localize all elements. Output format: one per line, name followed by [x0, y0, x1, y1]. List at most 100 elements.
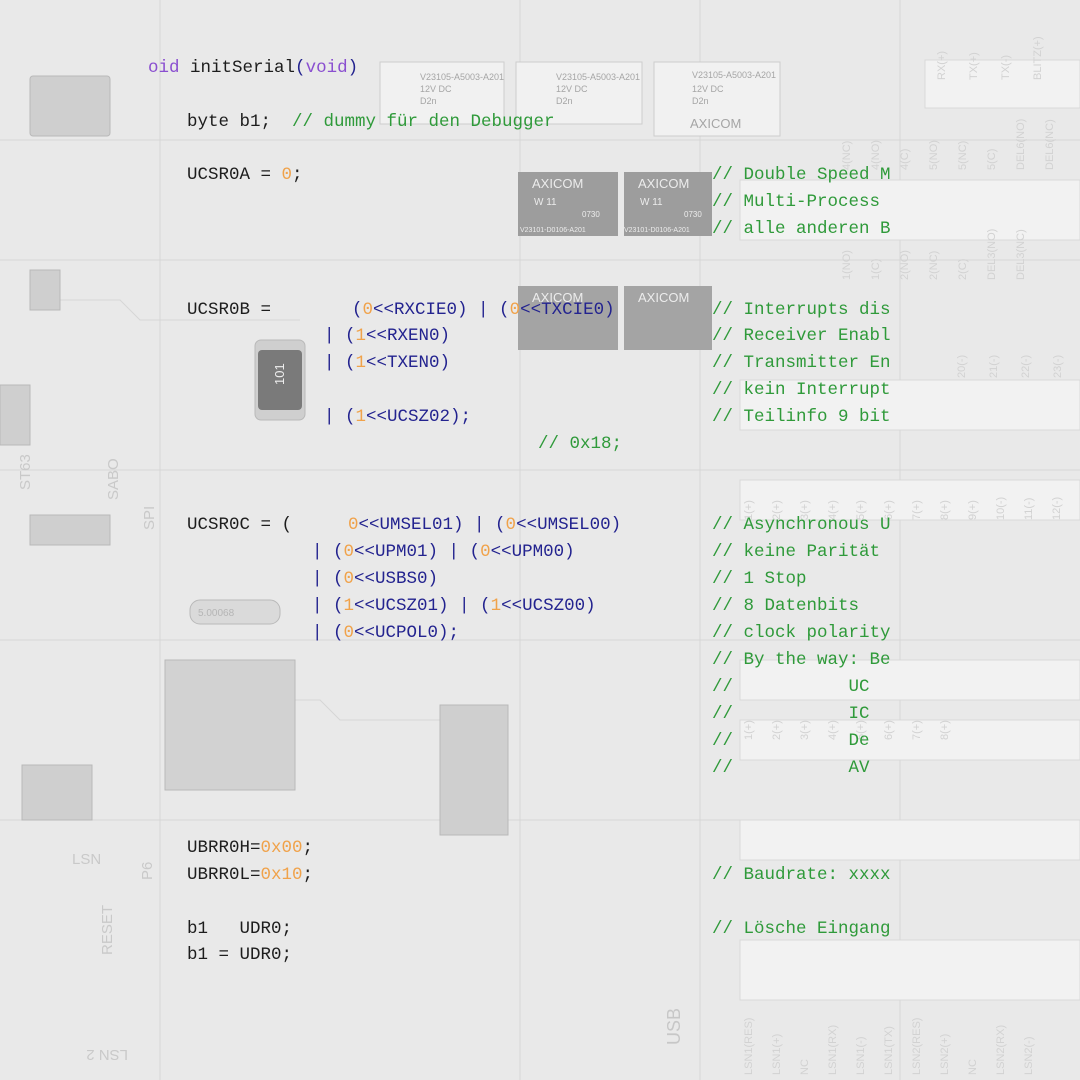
code-token-plain: byte b1; [187, 112, 272, 132]
connector-pin-label: 1(+) [743, 720, 755, 740]
code-token-variable: ( [295, 58, 306, 78]
code-line: // By the way: Be [712, 650, 891, 670]
code-line: // 0x18; [538, 434, 622, 454]
connector-pin-label: 4(NC) [841, 141, 853, 170]
code-token-comment: // IC [712, 704, 870, 724]
connector-pin-label: RX(+) [936, 51, 948, 80]
code-token-plain: ; [302, 865, 314, 885]
code-token-number: 0 [343, 623, 355, 643]
silk-label-lsn2: LSN 2 [86, 1046, 128, 1063]
crystal-label: 5.00068 [198, 608, 235, 619]
connector-pin-label: 12(-) [1051, 497, 1063, 520]
code-token-comment: // keine Parität [712, 542, 881, 562]
connector-pin-label: 4(C) [899, 149, 911, 170]
silk-label-sabo: SABO [105, 458, 122, 500]
code-token-variable: <<UCSZ02); [366, 407, 472, 427]
silk-label-spi: SPI [141, 506, 158, 530]
code-token-variable: <<UMSEL01) | ( [358, 515, 506, 535]
relay-top-code: D2n [420, 96, 437, 106]
code-token-plain: initSerial [179, 58, 296, 78]
code-token-variable: | ( [324, 326, 356, 346]
connector-pin-label: 3(+) [799, 500, 811, 520]
code-token-number: 0 [509, 300, 521, 320]
code-token-variable: | ( [312, 596, 344, 616]
relay-brand: AXICOM [532, 290, 583, 305]
code-token-variable: | ( [324, 407, 356, 427]
code-token-comment: // AV [712, 758, 870, 778]
code-line: // De [712, 731, 870, 751]
connector-pin-label: NC [799, 1059, 811, 1075]
relay-date: 0730 [582, 210, 600, 219]
code-token-number: 1 [355, 353, 367, 373]
code-line: | (1<<RXEN0) [324, 326, 450, 346]
code-token-comment: // By the way: Be [712, 650, 891, 670]
connector-pin-label: BLITZ(+) [1032, 36, 1044, 80]
code-line: // keine Parität [712, 542, 880, 562]
relay-part-number: V23101-D0106-A201 [520, 227, 586, 234]
code-token-variable: <<UPM00) [490, 542, 575, 562]
connector-pin-label: 6(+) [883, 500, 895, 520]
code-token-comment: // clock polarity [712, 623, 891, 643]
connector-pin-label: NC [967, 1059, 979, 1075]
code-token-variable: <<RXEN0) [366, 326, 451, 346]
code-line: // UC [712, 677, 870, 697]
connector-pin-label: 23(-) [1052, 355, 1064, 378]
code-token-plain: UBRR0L= [187, 865, 261, 885]
code-line: // Interrupts dis [712, 300, 891, 320]
connector-pin-label: 8(+) [939, 500, 951, 520]
code-token-variable: | ( [312, 569, 344, 589]
code-token-number: 1 [355, 326, 367, 346]
connector-pin-label: TX(+) [968, 52, 980, 80]
connector-pin-label: LSN1(+) [771, 1034, 783, 1075]
code-token-comment: // Lösche Eingang [712, 919, 891, 939]
code-line: b1 = UDR0; [187, 945, 292, 965]
silk-label-p6: P6 [139, 862, 156, 880]
relay-date: 0730 [684, 210, 702, 219]
code-line: // Multi-Process [712, 192, 880, 212]
code-token-number: 0 [343, 569, 355, 589]
code-token-number: 0 [505, 515, 517, 535]
relay-brand: AXICOM [638, 176, 689, 191]
code-token-variable: | ( [324, 353, 356, 373]
connector-pin-label: LSN1(RES) [743, 1018, 755, 1075]
code-line: byte b1; // dummy für den Debugger [187, 112, 555, 132]
connector-pin-label: LSN2(+) [939, 1034, 951, 1075]
code-token-variable: <<USBS0) [354, 569, 439, 589]
code-token-keyword: oid [148, 58, 180, 78]
relay-part-number: V23101-D0106-A201 [624, 227, 690, 234]
connector-pin-label: 5(C) [986, 149, 998, 170]
code-token-number: 0 [348, 515, 359, 535]
code-token-number: 0 [362, 300, 374, 320]
connector-pin-label: 8(+) [939, 720, 951, 740]
connector-pin-label: LSN2(RX) [995, 1025, 1007, 1075]
connector-pin-label: DEL6(NC) [1044, 119, 1056, 170]
code-token-number: 0x00 [260, 838, 303, 858]
code-line: // Baudrate: xxxx [712, 865, 891, 885]
silk-label-lsn: LSN [72, 851, 101, 868]
relay-top-part-number: V23105-A5003-A201 [556, 72, 640, 82]
code-token-number: 0 [281, 165, 293, 185]
code-token-comment: // Asynchronous U [712, 515, 891, 535]
relay-top-code: D2n [692, 96, 709, 106]
code-token-variable: <<TXEN0) [366, 353, 451, 373]
connector-pin-label: 2(C) [957, 259, 969, 280]
code-line: // Transmitter En [712, 353, 891, 373]
code-token-variable: <<UCSZ00) [501, 596, 596, 616]
connector-pin-label: 4(+) [827, 500, 839, 520]
code-line: | (1<<UCSZ02); [324, 407, 471, 427]
connector-pin-label: 5(NO) [928, 140, 940, 170]
connector-pin-label: 2(NC) [928, 251, 940, 280]
code-token-variable: <<RXCIE0) | ( [373, 300, 510, 320]
code-line: // IC [712, 704, 870, 724]
code-line: // AV [712, 758, 870, 778]
code-token-variable: <<TXCIE0) [520, 300, 615, 320]
code-token-variable: <<UPM01) | ( [354, 542, 481, 562]
code-token-plain: ; [292, 165, 303, 185]
relay-top-voltage: 12V DC [420, 84, 452, 94]
code-line: // Double Speed M [712, 165, 891, 185]
code-line: // Asynchronous U [712, 515, 891, 535]
connector-pin-label: 20(-) [956, 355, 968, 378]
silk-label-reset: RESET [99, 905, 116, 955]
code-token-plain: UBRR0H= [187, 838, 261, 858]
